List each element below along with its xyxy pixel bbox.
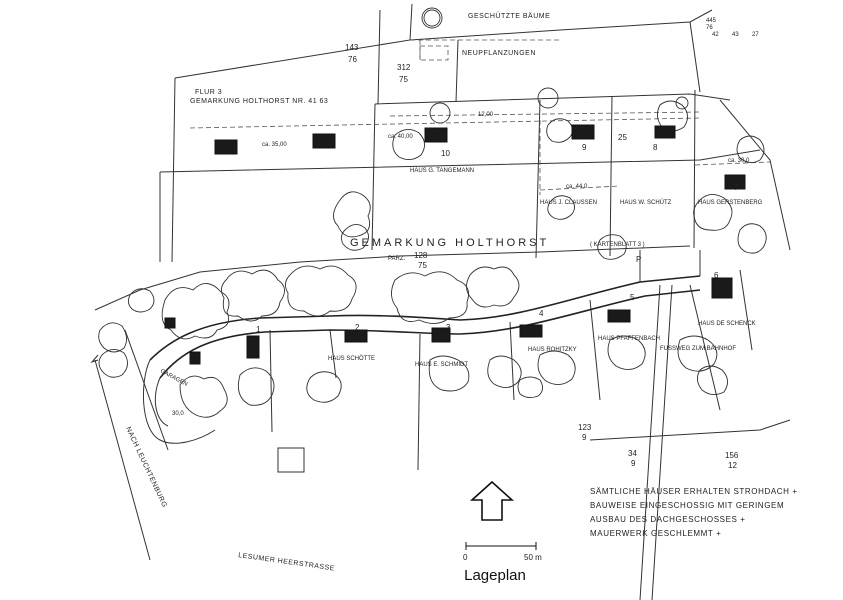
house-schoette: HAUS SCHÖTTE bbox=[328, 355, 375, 362]
access-road bbox=[142, 250, 701, 444]
parz-label: PARZ. bbox=[388, 256, 406, 262]
house-tangemann: HAUS G. TANGEMANN bbox=[410, 168, 474, 174]
dimension-6: 30,0 bbox=[172, 411, 184, 417]
houses bbox=[164, 124, 746, 473]
figure-caption: Lageplan bbox=[464, 567, 526, 584]
parcel-ref1-top: 143 bbox=[345, 43, 359, 52]
parcel-ref2-top: 312 bbox=[397, 63, 411, 72]
parcel-ref3-bottom: 9 bbox=[582, 433, 587, 442]
plot-number-9: 9 bbox=[582, 143, 587, 152]
garages-label: GARAGEN bbox=[159, 368, 188, 387]
kartenblatt-label: ( KARTENBLATT 3 ) bbox=[590, 242, 645, 248]
house-schenck: HAUS DE SCHENCK bbox=[698, 321, 756, 327]
parz-number-top: 128 bbox=[414, 251, 428, 260]
scale-start: 0 bbox=[463, 553, 468, 562]
plot-number-4: 4 bbox=[539, 309, 544, 318]
plot-number-6: 6 bbox=[714, 271, 719, 280]
parcel-ref-tr-5: 27 bbox=[752, 32, 759, 38]
dimension-2: ca. 40,00 bbox=[388, 134, 413, 140]
scale-bar: 0 50 m bbox=[463, 542, 542, 562]
legend: GESCHÜTZTE BÄUME NEUPFLANZUNGEN bbox=[419, 9, 550, 61]
note-line-1: SÄMTLICHE HÄUSER ERHALTEN STROHDACH + bbox=[590, 487, 798, 496]
gemarkung-nr-label: GEMARKUNG HOLTHORST NR. 41 63 bbox=[190, 98, 328, 105]
plot-number-2: 2 bbox=[355, 323, 360, 332]
parcel-ref-tr-1: 445 bbox=[706, 18, 717, 24]
flur-label: FLUR 3 bbox=[195, 89, 222, 96]
road-arrow-icon bbox=[90, 354, 99, 364]
parcel-ref2-bottom: 75 bbox=[399, 75, 408, 84]
house-schmidt: HAUS E. SCHMIDT bbox=[415, 362, 468, 368]
house-claussen: HAUS J. CLAUSSEN bbox=[540, 200, 597, 206]
building-lines bbox=[189, 39, 771, 195]
dimension-4: ca. 44,0 bbox=[566, 184, 588, 190]
plot-number-5: 5 bbox=[630, 293, 635, 302]
note-line-4: MAUERWERK GESCHLEMMT + bbox=[590, 529, 721, 538]
notes-block: SÄMTLICHE HÄUSER ERHALTEN STROHDACH + BA… bbox=[590, 487, 798, 538]
parcel-ref4-bottom: 9 bbox=[631, 459, 636, 468]
parcel-ref4-top: 34 bbox=[628, 449, 637, 458]
plot-number-p: P bbox=[636, 255, 641, 264]
plot-number-25: 25 bbox=[618, 133, 627, 142]
note-line-3: AUSBAU DES DACHGESCHOSSES + bbox=[590, 515, 746, 524]
gemarkung-label: GEMARKUNG HOLTHORST bbox=[350, 237, 549, 249]
legend-protected-trees: GESCHÜTZTE BÄUME bbox=[468, 12, 550, 20]
parcel-ref-tr-3: 42 bbox=[712, 32, 719, 38]
parcel-ref-tr-2: 76 bbox=[706, 25, 713, 31]
parz-number-bottom: 75 bbox=[418, 261, 427, 270]
parcel-ref5-top: 156 bbox=[725, 451, 739, 460]
dimension-1: ca. 35,00 bbox=[262, 142, 287, 148]
plot-number-7: 7 bbox=[734, 183, 739, 192]
parcel-ref-tr-4: 43 bbox=[732, 32, 739, 38]
legend-new-plantings: NEUPFLANZUNGEN bbox=[462, 50, 536, 57]
note-line-2: BAUWEISE EINGESCHOSSIG MIT GERINGEM bbox=[590, 501, 784, 510]
house-gerstenberg: HAUS GERSTENBERG bbox=[698, 200, 763, 206]
road-lesumer-heerstrasse: LESUMER HEERSTRASSE bbox=[238, 552, 335, 572]
trees bbox=[98, 7, 767, 418]
parcel-ref1-bottom: 76 bbox=[348, 55, 357, 64]
parcel-ref5-bottom: 12 bbox=[728, 461, 737, 470]
house-pfaffenbach: HAUS PFAFFENBACH bbox=[598, 336, 660, 342]
dimension-3: 12,00 bbox=[478, 112, 494, 118]
plot-number-3: 3 bbox=[446, 323, 451, 332]
north-arrow-icon bbox=[469, 480, 515, 521]
house-schuetz: HAUS W. SCHÜTZ bbox=[620, 199, 672, 206]
plot-number-8: 8 bbox=[653, 143, 658, 152]
house-rohitzky: HAUS ROHITZKY bbox=[528, 347, 577, 353]
parcel-ref3-top: 123 bbox=[578, 423, 592, 432]
scale-end: 50 m bbox=[524, 553, 542, 562]
plot-number-1: 1 bbox=[256, 325, 261, 334]
footpath-label: FUSSWEG ZUM BAHNHOF bbox=[660, 346, 736, 352]
parcel-boundaries bbox=[94, 3, 791, 600]
dimension-5: ca. 30,0 bbox=[728, 158, 750, 164]
road-leuchtenburg: NACH LEUCHTENBURG bbox=[124, 426, 168, 509]
plot-number-10: 10 bbox=[441, 149, 450, 158]
